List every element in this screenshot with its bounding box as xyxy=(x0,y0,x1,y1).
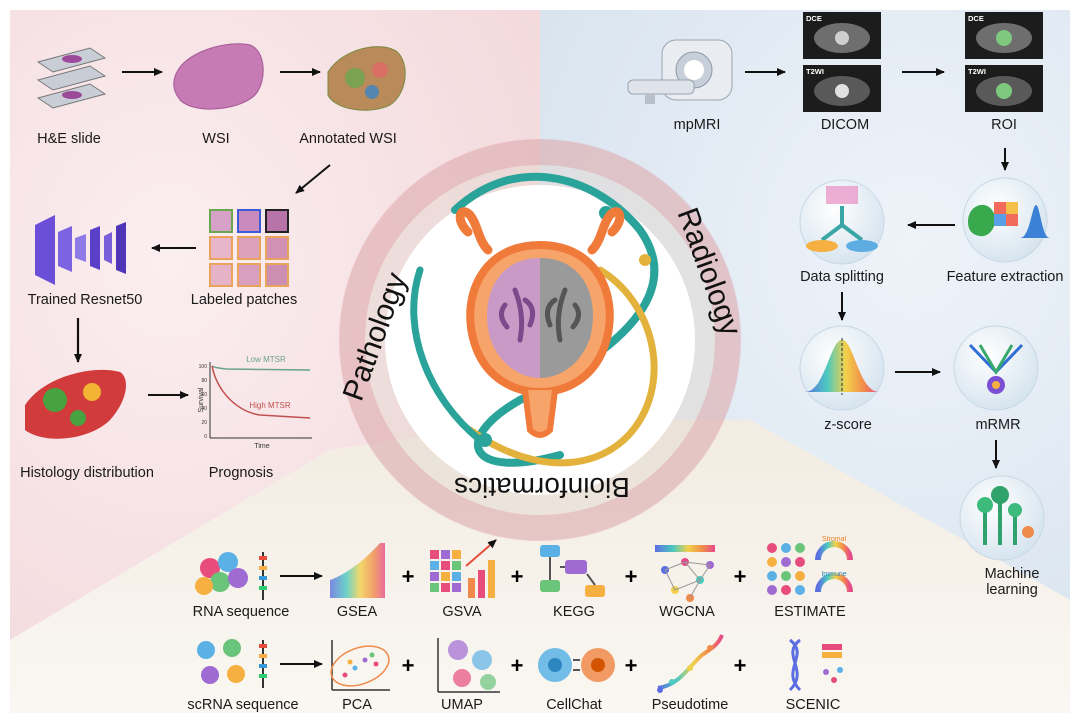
mpmri-label: mpMRI xyxy=(673,117,721,133)
annotated-wsi-label: Annotated WSI xyxy=(299,131,397,147)
data-splitting-label: Data splitting xyxy=(800,269,884,285)
plus-sign: + xyxy=(511,564,524,589)
labeled-patches-grid xyxy=(209,209,289,287)
histology-distribution-label: Histology distribution xyxy=(20,465,154,481)
dicom-t2wi-label: T2WI xyxy=(806,67,824,76)
umap-icon xyxy=(437,638,500,693)
resnet-network-icon xyxy=(35,215,126,285)
rna-sequence-label: RNA sequence xyxy=(192,604,290,620)
scrna-sequence-icon xyxy=(197,639,267,688)
dna-strand-teal xyxy=(451,172,659,467)
estimate-stromal-label: Stromal xyxy=(822,536,847,543)
scenic-icon xyxy=(788,638,843,692)
cellchat-icon xyxy=(538,648,615,682)
dna-strand-gold xyxy=(466,266,658,467)
plus-sign: + xyxy=(625,653,638,678)
km-ytick: 20 xyxy=(201,420,207,426)
mrmr-bubble xyxy=(953,325,1039,411)
dicom-label: DICOM xyxy=(820,117,870,133)
labeled-patches-label: Labeled patches xyxy=(190,292,298,308)
mri-scanner-icon xyxy=(627,39,733,104)
km-ytick: 40 xyxy=(201,406,207,412)
plus-sign: + xyxy=(734,653,747,678)
plus-sign: + xyxy=(511,653,524,678)
km-curve-high xyxy=(211,365,311,419)
radiology-region xyxy=(540,10,1070,600)
dicom-dce-label: DCE xyxy=(806,14,822,23)
pca-label: PCA xyxy=(342,697,372,713)
km-ylabel: Survival xyxy=(198,387,205,412)
km-curve-low xyxy=(211,365,311,371)
plus-sign: + xyxy=(625,564,638,589)
radiology-panel: DCE T2WI DCE T2WI xyxy=(627,12,1050,561)
wsi-label: WSI xyxy=(202,131,230,147)
histology-map xyxy=(25,369,126,439)
roi-dce-label: DCE xyxy=(968,14,984,23)
gsea-label: GSEA xyxy=(336,604,378,620)
annotated-wsi-image xyxy=(327,46,406,111)
km-plot: Low MTSR High MTSR Time Survival 100 80 … xyxy=(198,355,312,450)
kegg-icon xyxy=(540,545,605,597)
km-ytick: 0 xyxy=(204,434,207,440)
kegg-label: KEGG xyxy=(553,604,595,620)
wgcna-icon xyxy=(655,545,715,602)
umap-label: UMAP xyxy=(441,697,483,713)
wgcna-label: WGCNA xyxy=(659,604,715,620)
prognosis-label: Prognosis xyxy=(208,465,274,481)
roi-label: ROI xyxy=(991,117,1017,133)
gsva-label: GSVA xyxy=(442,604,482,620)
mrmr-label: mRMR xyxy=(975,417,1021,433)
km-label-high: High MTSR xyxy=(249,401,291,410)
km-xlabel: Time xyxy=(254,443,269,450)
plus-sign: + xyxy=(402,653,415,678)
zscore-label: z-score xyxy=(824,417,872,433)
estimate-icon: Stromal Immune xyxy=(767,536,853,595)
machine-learning-label: Machine learning xyxy=(984,566,1040,598)
km-ytick: 100 xyxy=(199,364,208,370)
center-ring xyxy=(339,139,741,541)
roi-t2wi-label: T2WI xyxy=(968,67,986,76)
bladder-dna-illustration xyxy=(410,172,659,467)
he-slide-icon xyxy=(36,47,107,109)
pca-icon xyxy=(330,640,390,691)
gsva-icon xyxy=(430,539,497,598)
km-ytick: 60 xyxy=(201,392,207,398)
pathology-region xyxy=(10,10,540,640)
km-label-low: Low MTSR xyxy=(246,355,286,364)
pseudotime-icon xyxy=(657,634,724,693)
bioinformatics-title: Bioinformatics xyxy=(454,472,630,503)
km-ytick: 80 xyxy=(201,378,207,384)
feature-extraction-label: Feature extraction xyxy=(946,269,1064,285)
estimate-label: ESTIMATE xyxy=(774,604,846,620)
trained-resnet-label: Trained Resnet50 xyxy=(27,292,143,308)
wsi-image xyxy=(173,43,264,110)
cellchat-label: CellChat xyxy=(546,697,602,713)
estimate-immune-label: Immune xyxy=(821,571,846,578)
scrna-sequence-label: scRNA sequence xyxy=(187,697,299,713)
scenic-label: SCENIC xyxy=(785,697,841,713)
bioinformatics-panel: Stromal Immune xyxy=(195,536,853,693)
pathology-panel: Low MTSR High MTSR Time Survival 100 80 … xyxy=(25,43,406,450)
plus-sign: + xyxy=(734,564,747,589)
plus-sign: + xyxy=(402,564,415,589)
rna-sequence-icon xyxy=(195,552,267,600)
pseudotime-label: Pseudotime xyxy=(651,697,729,713)
gsea-icon xyxy=(330,543,385,598)
bioinformatics-region xyxy=(10,420,1070,713)
he-slide-label: H&E slide xyxy=(37,131,101,147)
